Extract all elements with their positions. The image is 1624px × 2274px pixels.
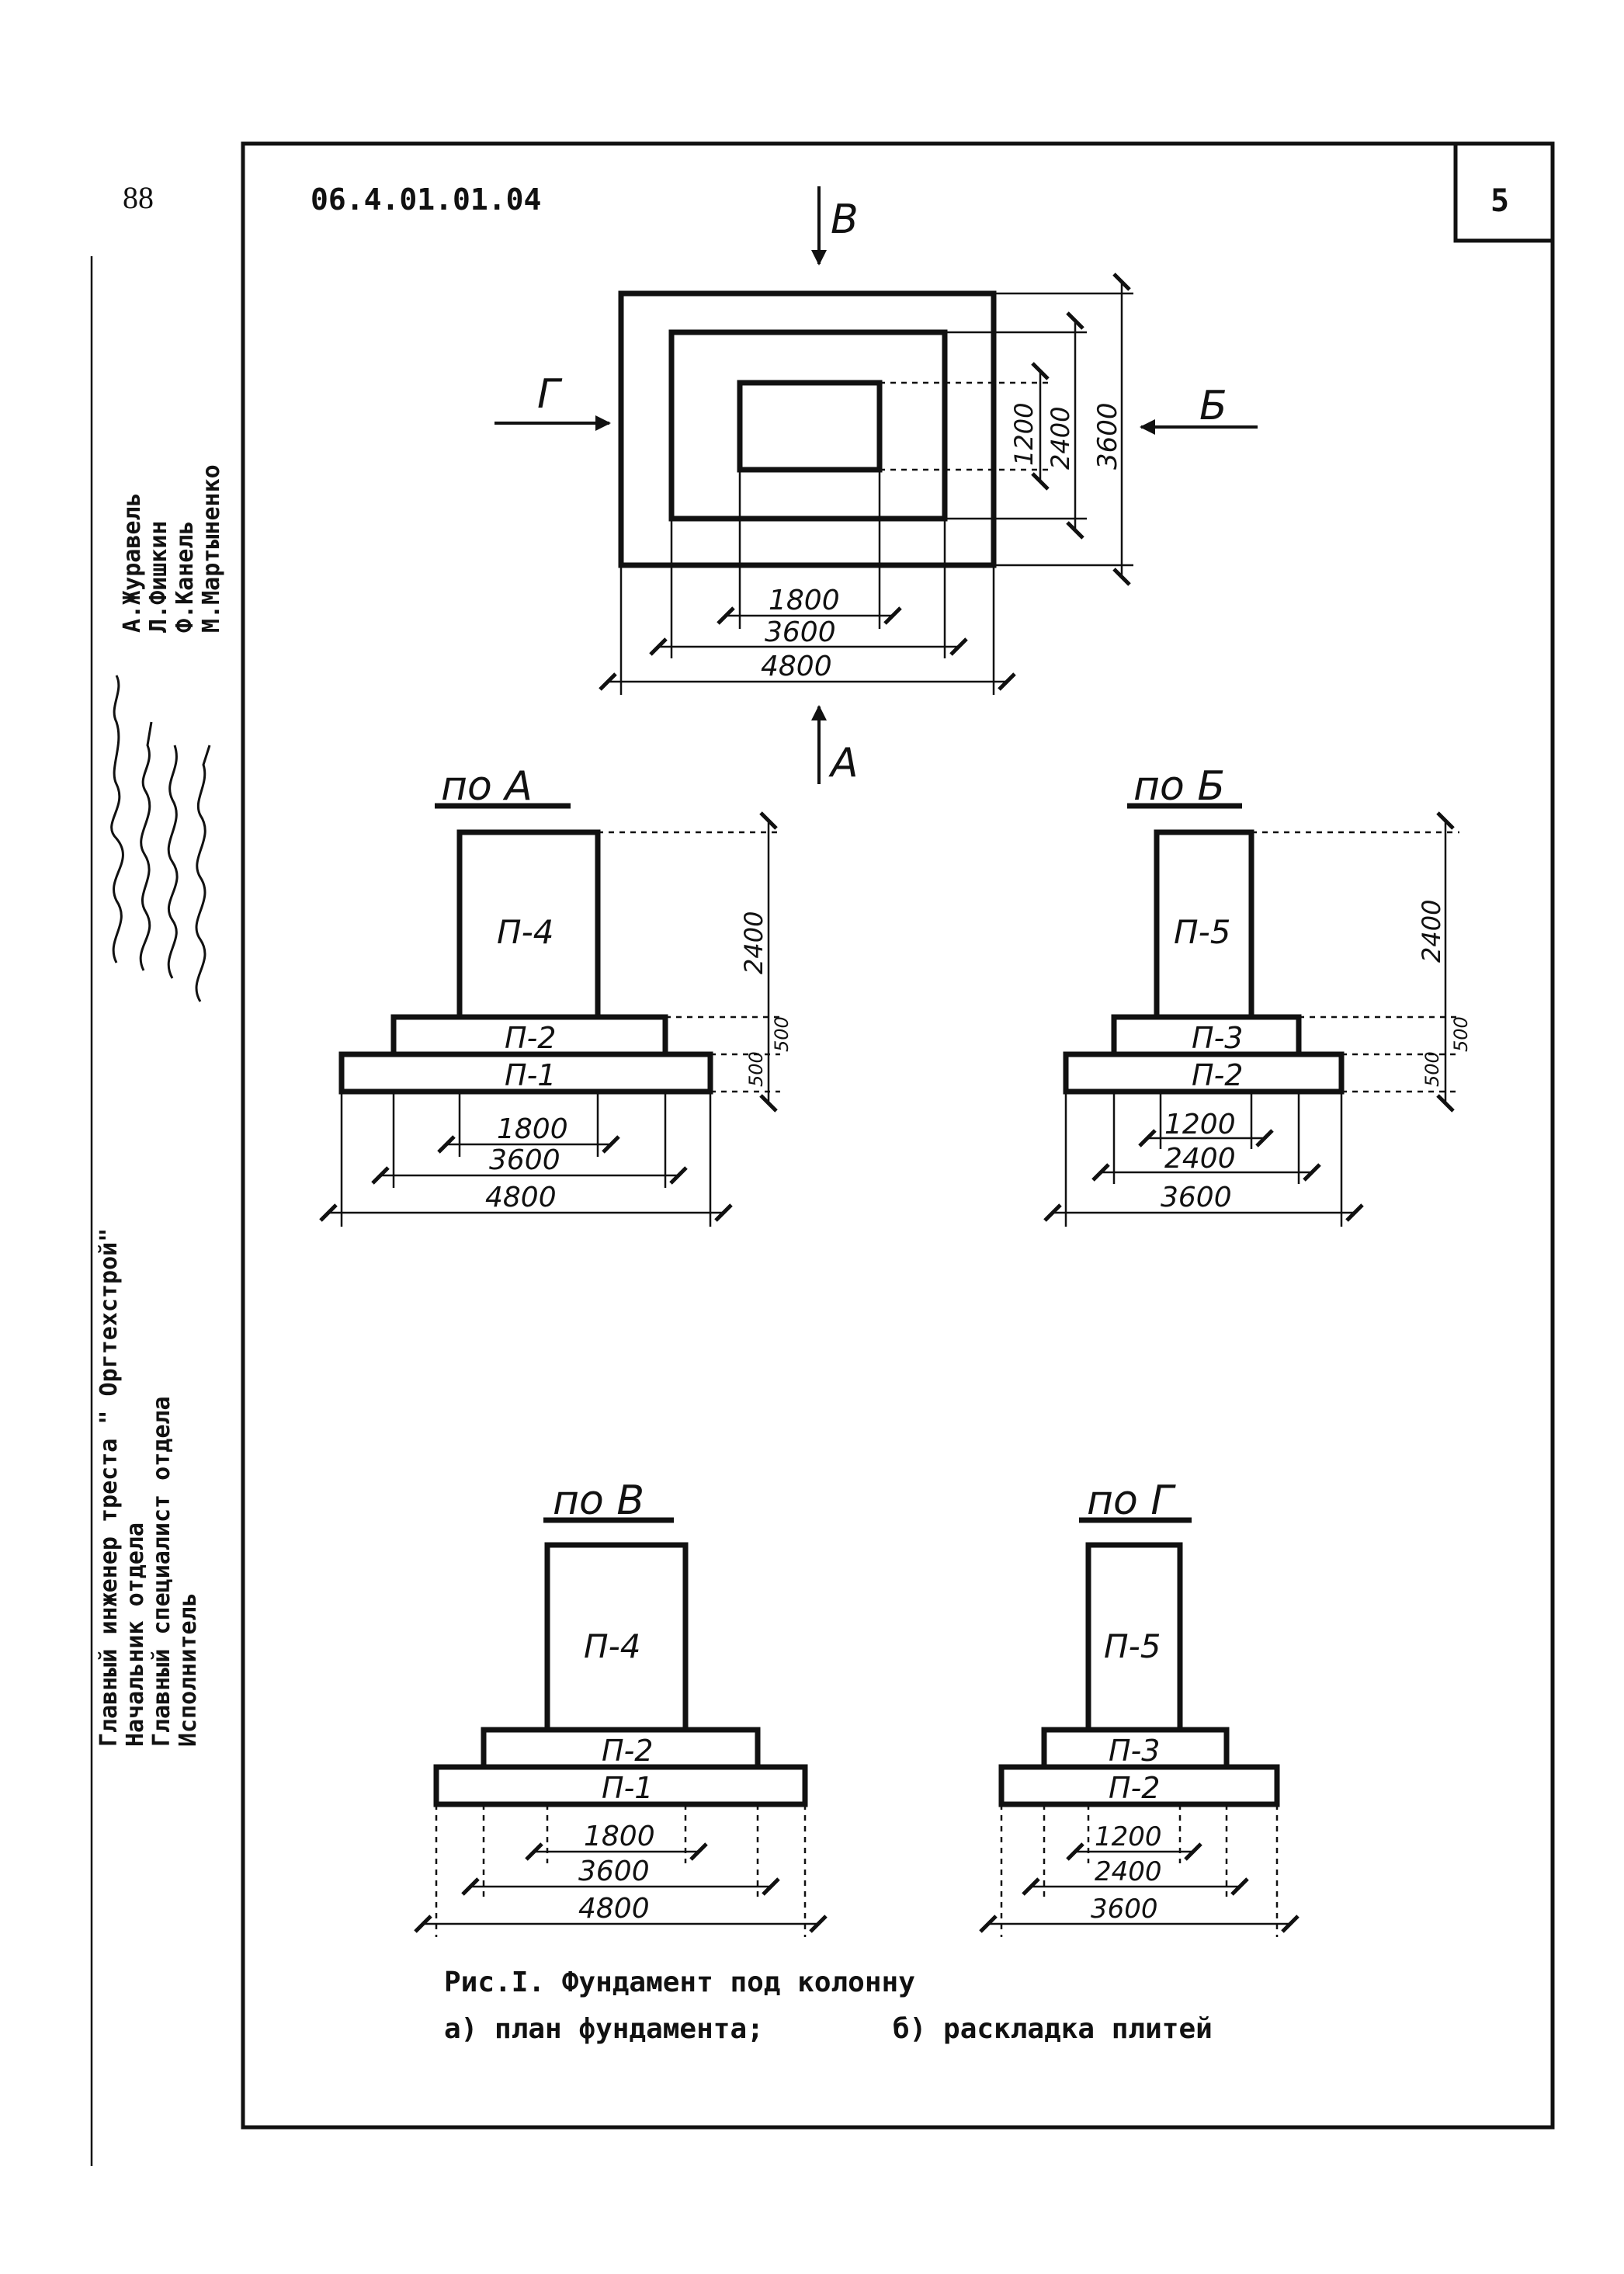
section-g-block-mid: П-3 (1109, 1734, 1160, 1768)
staff-name-4: М.Мартыненко (198, 464, 225, 633)
section-g-dim-3: 3600 (1091, 1894, 1158, 1925)
signature-4 (195, 745, 211, 1002)
plan-outer (618, 290, 997, 568)
section-a: по А П-4 П-2 П-1 1800 3600 4800 2400 500… (319, 763, 793, 1227)
section-v-title: по В (553, 1477, 644, 1524)
section-a-dim-1: 1800 (497, 1113, 568, 1145)
arrow-label-v: В (831, 196, 859, 243)
plan-dim-4800: 4800 (761, 651, 832, 682)
section-v-block-mid: П-2 (602, 1734, 653, 1768)
signatures (110, 675, 211, 1002)
section-b-dim-1: 1200 (1164, 1109, 1236, 1140)
section-a-vdim-2: 500 (771, 1016, 793, 1052)
section-b-dim-3: 3600 (1161, 1182, 1232, 1213)
staff-role-4: Исполнитель (175, 1592, 202, 1747)
caption-line-1: Рис.I. Фундамент под колонну (444, 1967, 915, 1998)
plan-dim-3600: 3600 (1092, 402, 1123, 470)
section-b-title: по Б (1133, 763, 1225, 810)
section-b-vdim-2: 500 (1450, 1016, 1472, 1052)
section-g-block-top: П-5 (1104, 1627, 1161, 1665)
section-a-block-mid: П-2 (505, 1021, 556, 1055)
arrow-label-b: Б (1199, 383, 1227, 429)
plan-dim-1800: 1800 (769, 585, 840, 616)
signature-1 (110, 675, 124, 963)
section-b: по Б П-5 П-3 П-2 1200 2400 3600 2400 500… (1043, 763, 1472, 1227)
section-v-dim-2: 3600 (578, 1856, 650, 1887)
section-b-vdim-1: 2400 (1417, 900, 1446, 963)
plan-inner (737, 380, 883, 473)
section-a-vdim-1: 2400 (739, 911, 769, 974)
arrow-label-a: А (828, 740, 859, 786)
staff-role-3: Главный специалист отдела (148, 1396, 175, 1747)
staff-block: Главный инженер треста " Оргтехстрой" На… (95, 464, 225, 1747)
section-a-dim-3: 4800 (485, 1182, 557, 1213)
staff-name-1: А.Журавель (119, 492, 146, 633)
section-g-block-bot: П-2 (1109, 1771, 1160, 1805)
sheet-number: 5 (1490, 183, 1509, 219)
section-b-vdim-3: 500 (1421, 1051, 1443, 1087)
section-b-dim-2: 2400 (1164, 1143, 1236, 1175)
plan-dim-2400: 2400 (1046, 407, 1075, 470)
section-a-block-bot: П-1 (505, 1058, 556, 1092)
section-a-vdim-3: 500 (745, 1051, 767, 1087)
drawing-frame (241, 141, 1555, 2130)
section-v-block-bot: П-1 (602, 1771, 653, 1805)
caption-line-2a: а) план фундамента; (444, 2013, 764, 2045)
signature-2 (139, 721, 153, 971)
staff-role-2: Начальник отдела (122, 1522, 149, 1747)
section-a-dim-2: 3600 (489, 1144, 560, 1176)
section-a-block-top: П-4 (497, 913, 553, 951)
staff-name-3: Ф.Канель (172, 521, 199, 634)
section-v: по В П-4 П-2 П-1 1800 3600 4800 (414, 1477, 828, 1937)
staff-role-1: Главный инженер треста " Оргтехстрой" (95, 1228, 123, 1747)
signature-3 (167, 745, 179, 979)
section-g-dim-2: 2400 (1095, 1856, 1162, 1887)
section-v-dim-3: 4800 (578, 1893, 650, 1925)
plan-dim-1200: 1200 (1009, 403, 1039, 466)
section-v-block-top: П-4 (584, 1627, 640, 1665)
section-g-title: по Г (1087, 1477, 1176, 1524)
section-g-dim-1: 1200 (1095, 1821, 1162, 1852)
section-v-dim-1: 1800 (584, 1821, 655, 1852)
caption-line-2b: б) раскладка плитей (893, 2013, 1213, 2045)
foundation-plan: 1800 3600 4800 1200 2400 3600 В А Г Б (494, 186, 1258, 786)
arrow-label-g: Г (537, 371, 563, 418)
sheet-number-box (1453, 144, 1553, 243)
section-a-title: по А (441, 763, 533, 810)
section-b-block-mid: П-3 (1192, 1021, 1243, 1055)
doc-code: 06.4.01.01.04 (311, 182, 541, 217)
section-b-block-top: П-5 (1174, 913, 1230, 951)
plan-dim-3600: 3600 (765, 616, 836, 648)
staff-name-2: Л.Фишкин (145, 521, 172, 634)
page-number: 88 (123, 180, 154, 215)
plan-middle (668, 329, 948, 522)
section-g: по Г П-5 П-3 П-2 1200 2400 3600 (979, 1477, 1300, 1937)
section-b-block-bot: П-2 (1192, 1058, 1243, 1092)
